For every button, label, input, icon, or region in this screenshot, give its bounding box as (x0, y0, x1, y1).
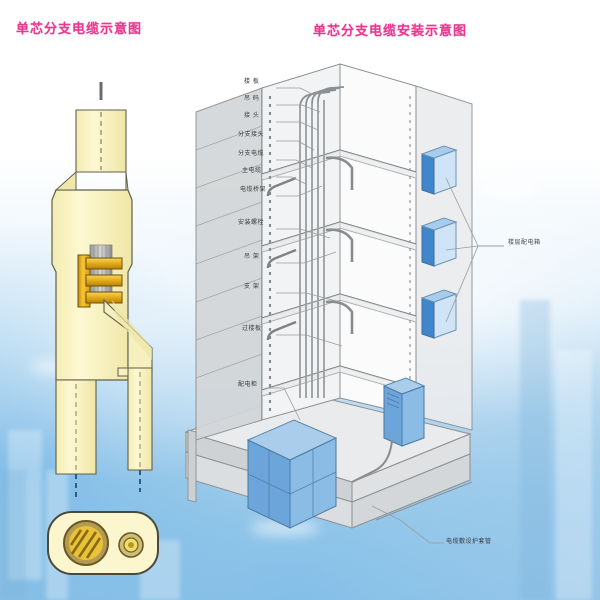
basement-lower-deck (351, 453, 471, 529)
callout-label: 吊 码 (244, 95, 260, 102)
callout-label: 过楼板 (242, 325, 262, 332)
callout-label-switchgear: 配电柜 (238, 381, 258, 388)
background-building-2 (0, 470, 26, 600)
background-building-4 (520, 300, 550, 600)
basement-duct-line (375, 481, 473, 521)
branch-cable-left (55, 379, 97, 475)
callout-label: 分支接头 (238, 131, 265, 138)
riser-base-cabinet-side (401, 385, 425, 447)
callout-leaders-bottom (266, 387, 444, 544)
cable-cross-section-inset (47, 511, 159, 575)
callout-leaders-left (276, 87, 343, 347)
riser-cable-bundle (299, 100, 325, 398)
basement-feed-cable (351, 439, 393, 483)
callout-label: 主电缆 (242, 167, 262, 174)
riser-base-cabinet (382, 377, 426, 447)
basement-left-wall (187, 429, 197, 503)
branch-drop-level-2 (325, 228, 354, 262)
cable-branch-takeoff-shade (112, 300, 152, 360)
floor-distribution-box-1 (420, 145, 458, 195)
cross-section-small-core (128, 542, 134, 548)
background-glow-3 (250, 520, 320, 536)
basement-distribution-cabinet (246, 419, 338, 529)
branch-drop-level-1 (325, 156, 354, 190)
callout-label: 支 架 (244, 283, 260, 290)
cable-conductor-tip (99, 82, 103, 100)
floor-distribution-box-3 (420, 289, 458, 339)
cable-shoulder-right (125, 171, 129, 191)
background-building-5 (556, 350, 592, 600)
branch-connector-gold (77, 254, 123, 308)
callout-label: 安装螺栓 (238, 219, 265, 226)
cross-section-stripes (69, 529, 102, 559)
callout-label-conduit: 电缆敷设护套管 (446, 538, 492, 545)
callout-label: 吊 架 (244, 253, 260, 260)
cabinet-panel-lines (247, 449, 337, 518)
riser-base-cabinet-vents (386, 392, 400, 409)
floor-distribution-box-2 (420, 217, 458, 267)
callout-label: 电缆桥架 (240, 186, 267, 193)
branch-run-left (266, 176, 297, 341)
callout-leaders-right (445, 177, 504, 323)
background-building-1 (8, 430, 42, 580)
riser-floor-slab-fill (262, 150, 416, 396)
callout-label-floor-box: 楼层配电箱 (508, 239, 541, 246)
branch-notch (117, 367, 129, 377)
callout-label: 分支电缆 (238, 150, 265, 157)
background-glow-2 (480, 180, 540, 198)
tower-left-facade-floorlines (195, 125, 263, 379)
riser-base-cabinet-front (383, 385, 403, 447)
page-title-right: 单芯分支电缆安装示意图 (313, 24, 468, 39)
page-title-left: 单芯分支电缆示意图 (16, 22, 143, 37)
cable-shoulder-left (54, 170, 77, 191)
branch-drop-level-3 (325, 300, 354, 334)
callout-label: 接 头 (244, 112, 260, 119)
callout-label: 楼 板 (244, 78, 260, 85)
